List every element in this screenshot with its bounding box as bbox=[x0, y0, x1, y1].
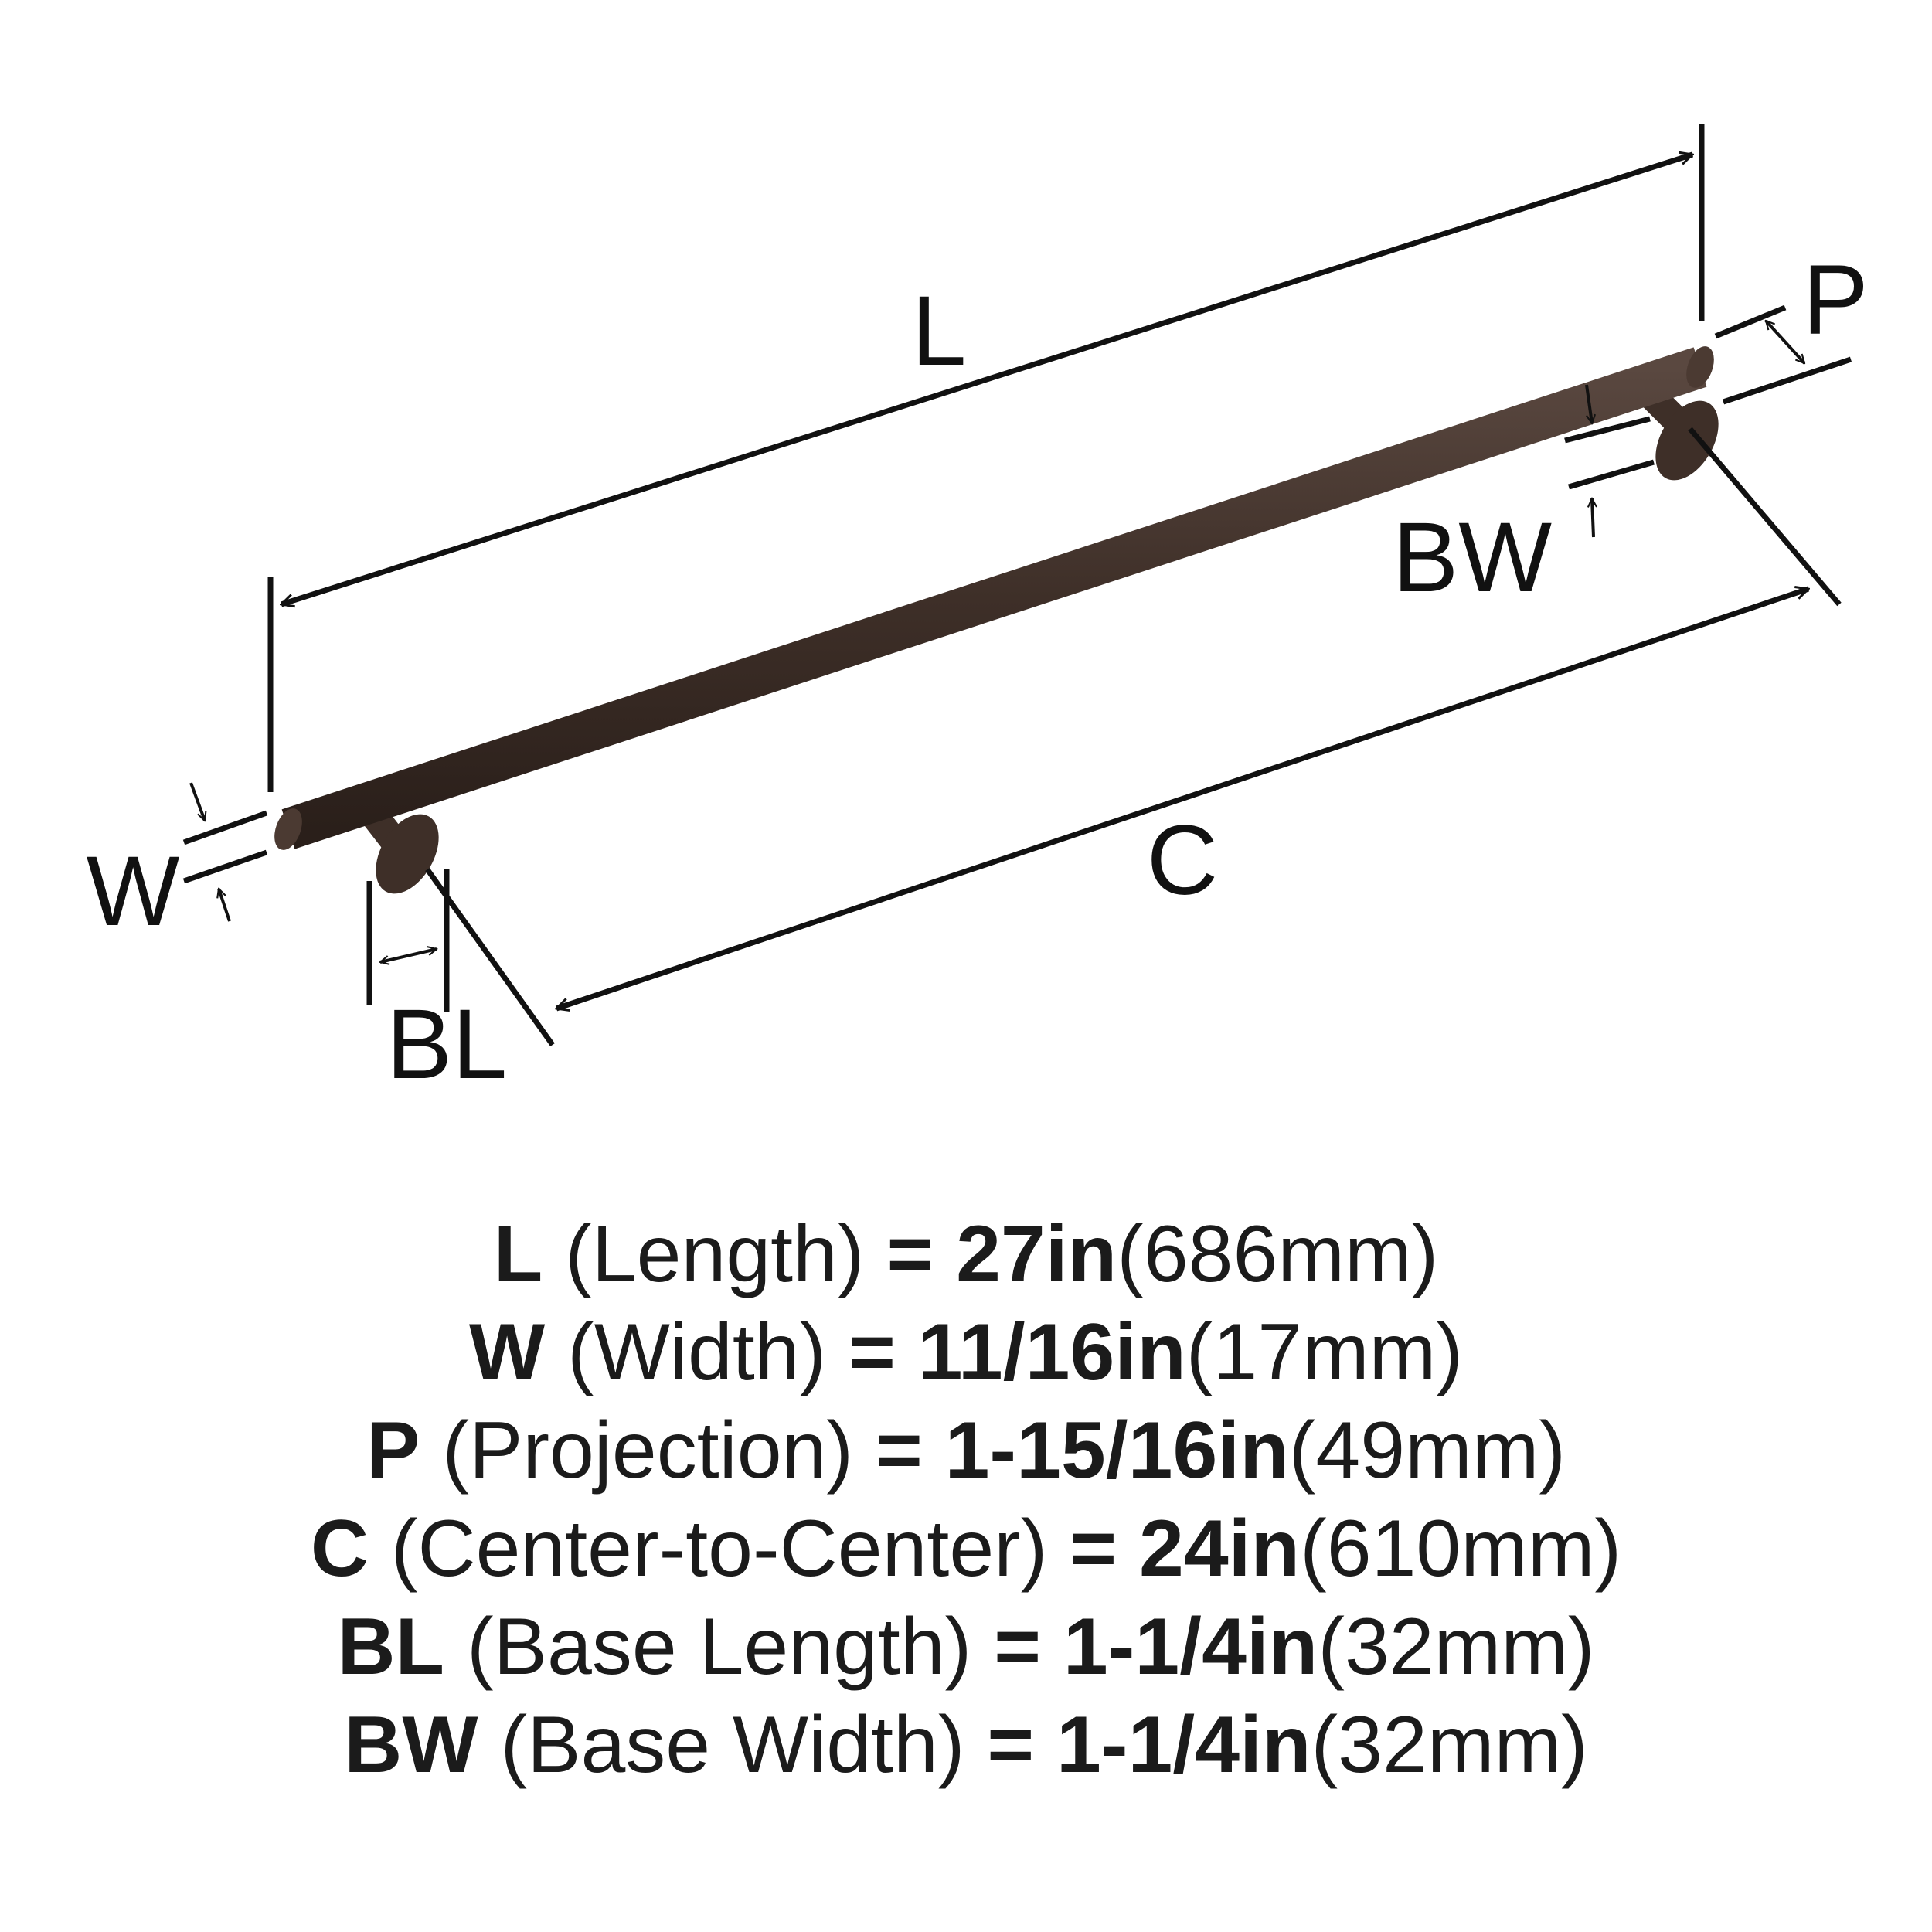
spec-code: C bbox=[310, 1504, 369, 1594]
label-W: W bbox=[87, 836, 180, 947]
pull-handle bbox=[274, 346, 1719, 894]
base-width-extension-line-bottom bbox=[1568, 459, 1655, 490]
spec-metric: (686mm) bbox=[1117, 1209, 1439, 1299]
center-to-center-dimension: C bbox=[425, 427, 1842, 1047]
length-dimension-line bbox=[281, 155, 1692, 604]
spec-code: P bbox=[366, 1406, 420, 1495]
base-length-dimension: BL bbox=[366, 869, 508, 1100]
spec-name: (Length) bbox=[565, 1209, 865, 1299]
base-width-arrow-bottom bbox=[1592, 498, 1594, 538]
spec-imperial: 1-15/16in bbox=[944, 1406, 1289, 1495]
left-bar-end bbox=[274, 808, 302, 850]
base-width-extension-line-top bbox=[1564, 416, 1651, 444]
left-base bbox=[376, 814, 439, 894]
width-extension-line-bottom bbox=[182, 849, 268, 884]
spec-imperial: 1-1/4in bbox=[1056, 1700, 1311, 1790]
spec-name: (Center-to-Center) bbox=[390, 1504, 1048, 1594]
right-base bbox=[1655, 400, 1719, 481]
spec-base-width: BW (Base Width) = 1-1/4in(32mm) bbox=[0, 1696, 1932, 1794]
spec-length: L (Length) = 27in(686mm) bbox=[0, 1206, 1932, 1304]
spec-equals: = bbox=[987, 1700, 1035, 1790]
spec-equals: = bbox=[875, 1406, 923, 1495]
width-arrow-bottom bbox=[219, 889, 231, 922]
label-P: P bbox=[1802, 245, 1868, 355]
spec-metric: (32mm) bbox=[1311, 1700, 1588, 1790]
projection-dimension: P bbox=[1714, 245, 1869, 405]
center-dimension-line bbox=[556, 589, 1808, 1009]
spec-metric: (610mm) bbox=[1300, 1504, 1622, 1594]
spec-name: (Base Length) bbox=[467, 1602, 972, 1692]
spec-base-length: BL (Base Length) = 1-1/4in(32mm) bbox=[0, 1598, 1932, 1696]
projection-extension-line-top bbox=[1714, 304, 1787, 339]
spec-center-to-center: C (Center-to-Center) = 24in(610mm) bbox=[0, 1500, 1932, 1598]
length-dimension: L bbox=[267, 124, 1705, 792]
spec-code: BW bbox=[344, 1700, 478, 1790]
spec-imperial: 1-1/4in bbox=[1063, 1602, 1318, 1692]
spec-imperial: 24in bbox=[1138, 1504, 1301, 1594]
width-arrow-top bbox=[189, 782, 205, 821]
label-BL: BL bbox=[386, 989, 508, 1100]
width-dimension: W bbox=[87, 782, 268, 947]
spec-code: W bbox=[469, 1308, 546, 1397]
spec-imperial: 27in bbox=[956, 1209, 1117, 1299]
spec-equals: = bbox=[849, 1308, 896, 1397]
spec-metric: (49mm) bbox=[1288, 1406, 1566, 1495]
spec-name: (Base Width) bbox=[500, 1700, 965, 1790]
right-bar-end bbox=[1686, 346, 1714, 388]
label-L: L bbox=[911, 276, 966, 386]
spec-name: (Projection) bbox=[442, 1406, 854, 1495]
label-BW: BW bbox=[1393, 502, 1552, 613]
spec-equals: = bbox=[994, 1602, 1041, 1692]
spec-metric: (32mm) bbox=[1318, 1602, 1595, 1692]
spec-code: L bbox=[493, 1209, 543, 1299]
specifications-list: L (Length) = 27in(686mm) W (Width) = 11/… bbox=[0, 1206, 1932, 1794]
spec-imperial: 11/16in bbox=[917, 1308, 1186, 1397]
base-length-dimension-line bbox=[380, 949, 437, 962]
base-width-dimension: BW bbox=[1393, 384, 1655, 613]
center-extension-line-right bbox=[1688, 427, 1842, 607]
spec-equals: = bbox=[1070, 1504, 1117, 1594]
label-C: C bbox=[1147, 805, 1218, 916]
width-extension-line-top bbox=[182, 810, 268, 845]
spec-equals: = bbox=[886, 1209, 934, 1299]
spec-name: (Width) bbox=[567, 1308, 827, 1397]
spec-projection: P (Projection) = 1-15/16in(49mm) bbox=[0, 1402, 1932, 1500]
spec-code: BL bbox=[337, 1602, 445, 1692]
spec-metric: (17mm) bbox=[1185, 1308, 1463, 1397]
center-extension-line-left bbox=[425, 867, 555, 1047]
projection-dimension-line bbox=[1766, 321, 1804, 363]
base-width-arrow-top bbox=[1585, 384, 1592, 423]
projection-extension-line-bottom bbox=[1722, 356, 1852, 405]
spec-width: W (Width) = 11/16in(17mm) bbox=[0, 1304, 1932, 1402]
